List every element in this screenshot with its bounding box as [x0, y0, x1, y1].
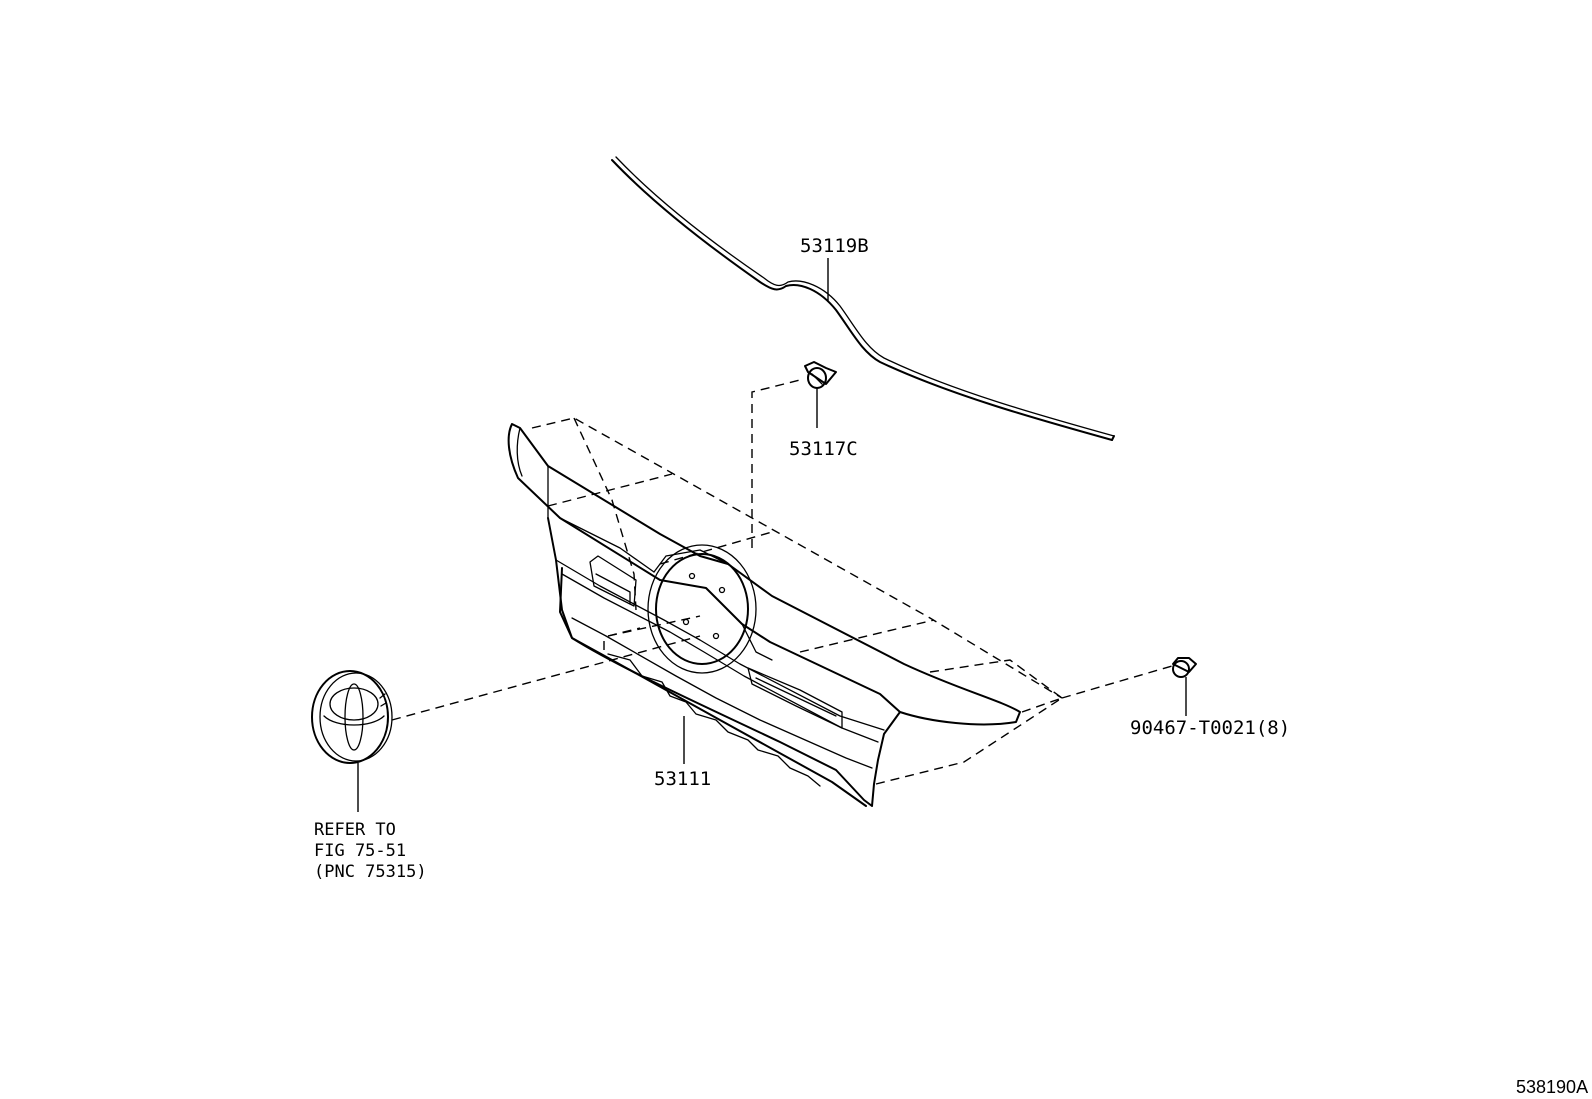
clip-90467-T0021[interactable]: [1172, 657, 1197, 716]
hood-molding-53119B[interactable]: [611, 156, 1115, 441]
label-53119B: 53119B: [800, 235, 869, 257]
emblem-note-line1: REFER TO: [314, 820, 396, 840]
clip-53117C[interactable]: [804, 361, 837, 428]
label-53117C: 53117C: [789, 438, 858, 460]
radiator-grille-53111[interactable]: [507, 423, 1021, 807]
label-53111: 53111: [654, 768, 711, 790]
emblem-note-line3: (PNC 75315): [314, 862, 427, 882]
emblem[interactable]: [311, 670, 393, 812]
figure-id: 538190A: [1516, 1077, 1588, 1097]
assembly-lines: [391, 379, 1173, 785]
emblem-note-line2: FIG 75-51: [314, 841, 406, 861]
label-90467-T0021: 90467-T0021(8): [1130, 717, 1290, 739]
